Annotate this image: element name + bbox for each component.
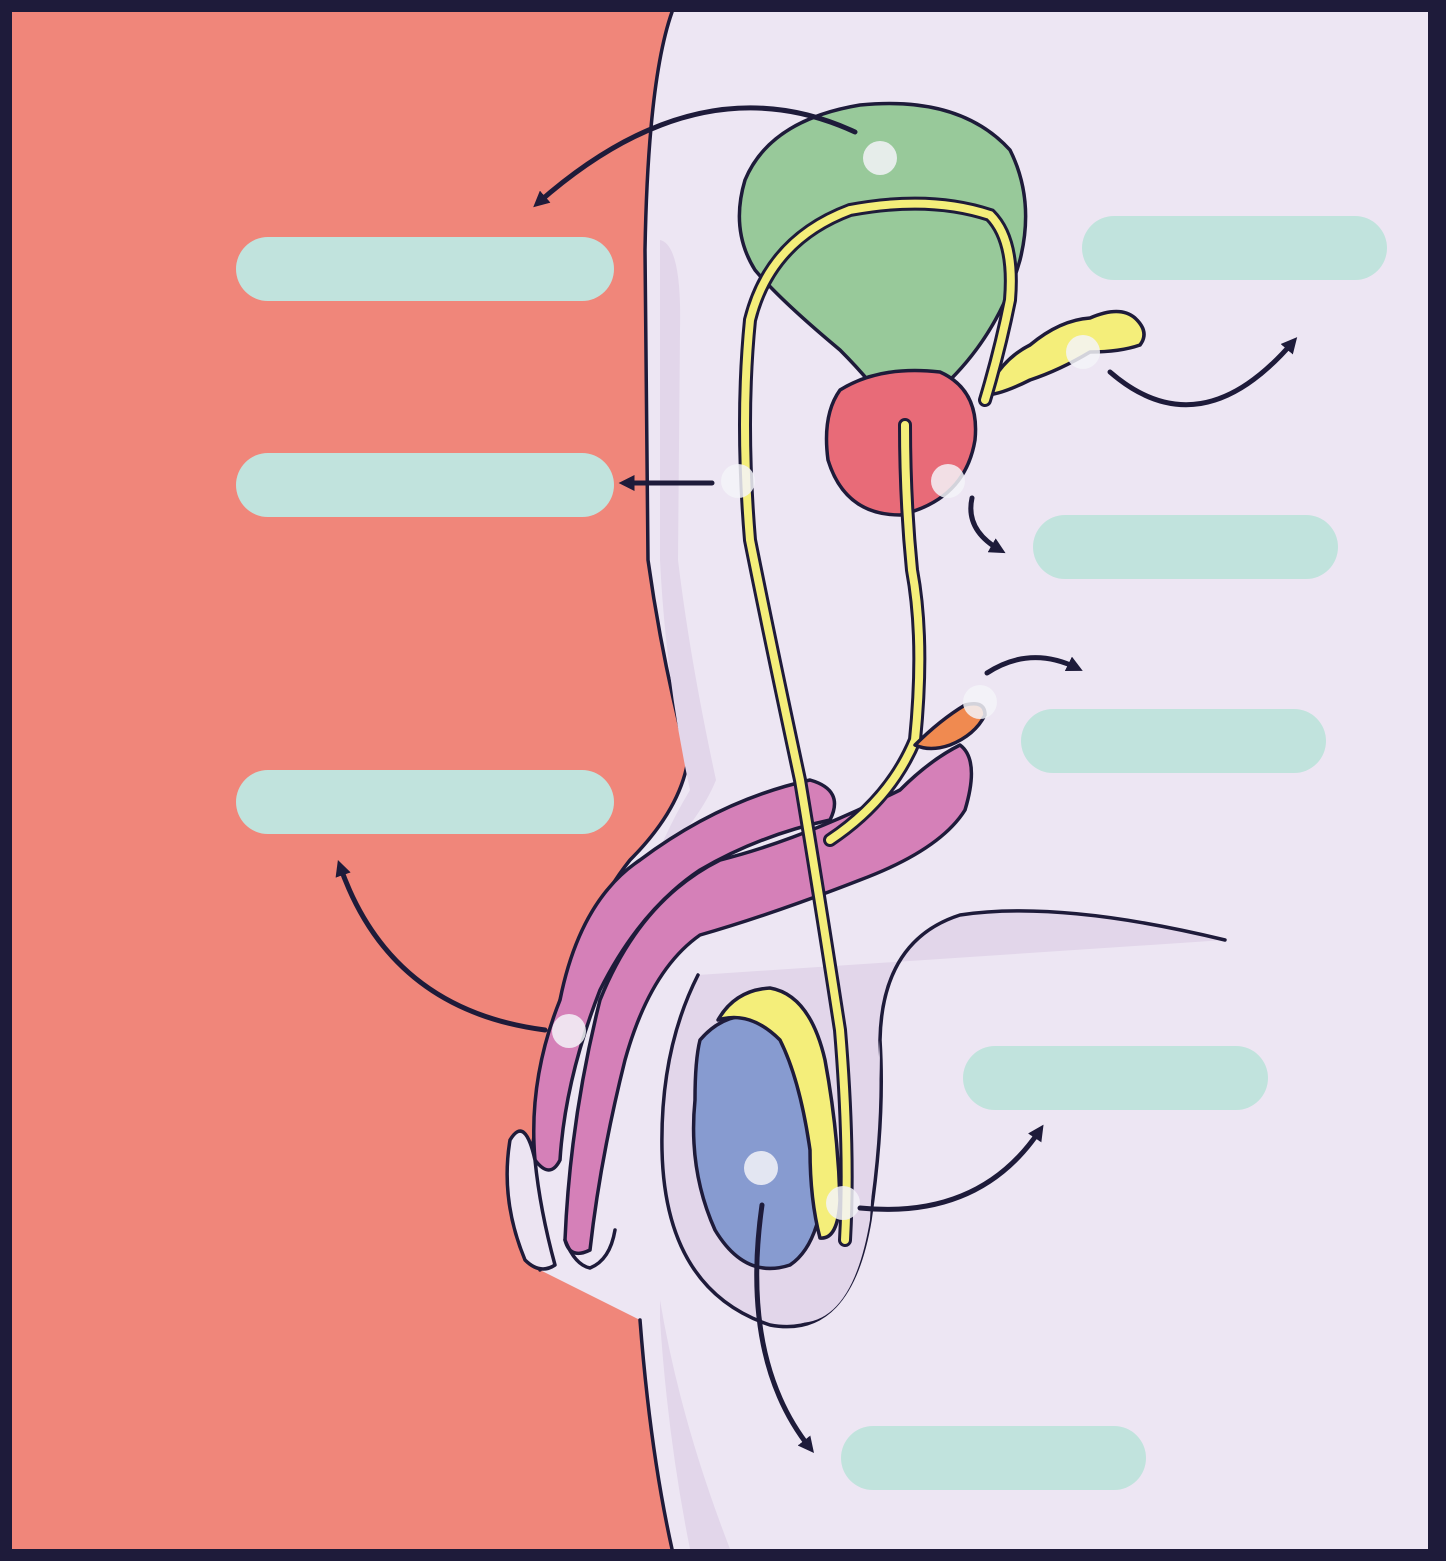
marker-bulbourethral-gland[interactable] [963,685,997,719]
marker-epididymis[interactable] [826,1186,860,1220]
label-box-testis[interactable] [841,1426,1146,1490]
label-box-prostate[interactable] [1033,515,1338,579]
marker-testis[interactable] [744,1151,778,1185]
marker-prostate[interactable] [931,464,965,498]
marker-vas-deferens[interactable] [721,464,755,498]
marker-bladder[interactable] [863,141,897,175]
label-box-seminal-vesicle[interactable] [1082,216,1387,280]
marker-seminal-vesicle[interactable] [1066,335,1100,369]
label-box-bulbourethral-gland[interactable] [1021,709,1326,773]
marker-penis[interactable] [552,1014,586,1048]
label-box-penis[interactable] [236,770,614,834]
label-box-epididymis[interactable] [963,1046,1268,1110]
label-box-vas-deferens[interactable] [236,453,614,517]
label-box-bladder[interactable] [236,237,614,301]
